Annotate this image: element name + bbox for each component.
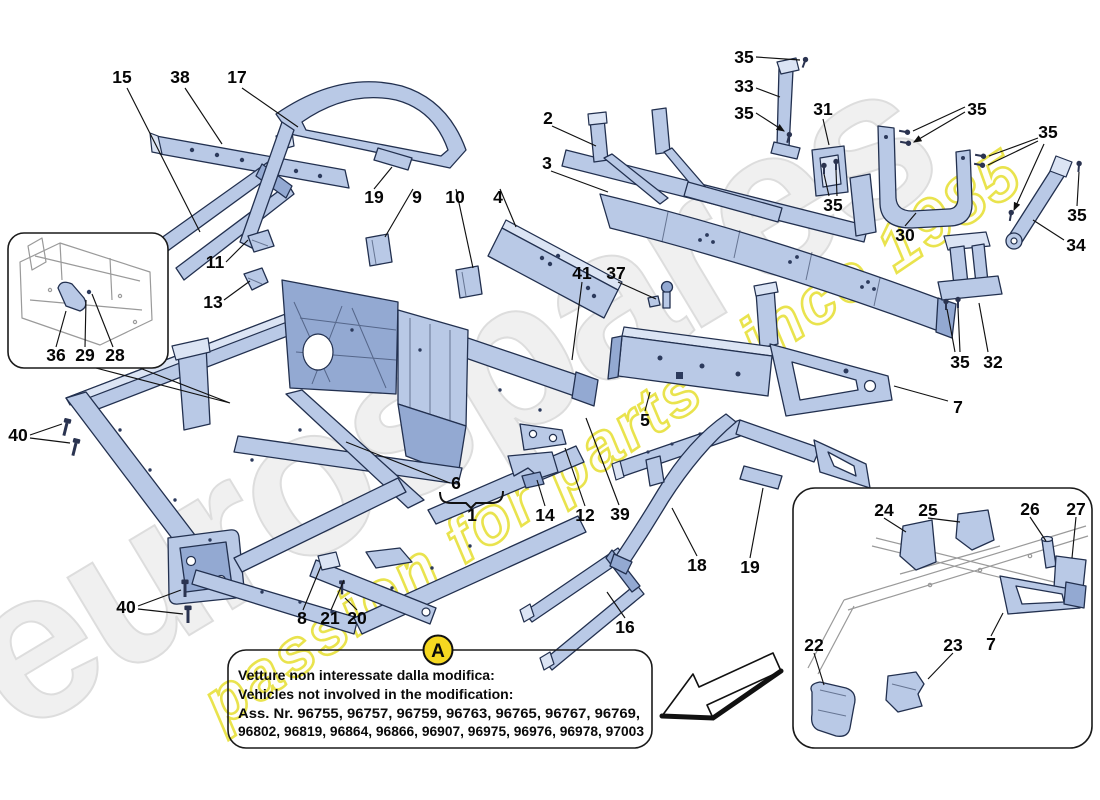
callout-35b: 35 xyxy=(734,103,754,123)
inset-part-24 xyxy=(899,519,937,571)
part-9-bracket xyxy=(365,233,393,267)
note-badge-circle xyxy=(422,634,454,666)
callout-19b: 19 xyxy=(740,557,760,577)
callout-35c: 35 xyxy=(967,99,987,119)
callout-31: 31 xyxy=(813,99,833,119)
callout-33: 33 xyxy=(734,76,754,96)
callout-14: 14 xyxy=(535,505,555,525)
callout-11: 11 xyxy=(206,252,225,272)
note-line-assembly-numbers-1: Ass. Nr. 96755, 96757, 96759, 96763, 967… xyxy=(238,705,640,721)
modification-note-box: A Vetture non interessate dalla modifica… xyxy=(227,634,653,749)
callout-5: 5 xyxy=(640,410,650,430)
callout-20: 20 xyxy=(347,608,367,628)
callout-12: 12 xyxy=(575,505,595,525)
part-2-frame xyxy=(561,107,877,349)
callout-28: 28 xyxy=(105,345,125,365)
inset-rear-panels-detail: 24 25 26 27 22 23 7 xyxy=(792,487,1093,749)
note-line-assembly-numbers-2: 96802, 96819, 96864, 96866, 96907, 96975… xyxy=(238,723,644,739)
leader-lines xyxy=(29,56,1080,619)
callout-6: 6 xyxy=(451,473,461,493)
part-11-plate xyxy=(247,229,275,253)
part-5-box-beam xyxy=(607,326,775,397)
callout-29: 29 xyxy=(75,345,95,365)
inset-part-26 xyxy=(1040,535,1057,569)
inset-part-23 xyxy=(885,671,925,713)
callout-18: 18 xyxy=(687,555,707,575)
inset-part-7 xyxy=(999,575,1087,615)
callout-35a: 35 xyxy=(734,47,754,67)
note-line-italian: Vetture non interessate dalla modifica: xyxy=(238,667,495,683)
callout-36: 36 xyxy=(46,345,66,365)
part-12-plate xyxy=(519,423,567,451)
part-18-frame xyxy=(609,413,871,575)
group-bracket-6-1 xyxy=(439,490,504,510)
part-10-bracket xyxy=(455,265,483,299)
callout-8: 8 xyxy=(297,608,307,628)
callout-35f: 35 xyxy=(950,352,970,372)
callout-3: 3 xyxy=(542,153,552,173)
direction-arrow-icon xyxy=(659,652,784,721)
callout-38: 38 xyxy=(170,67,190,87)
note-badge-letter: A xyxy=(431,641,445,662)
callout-16: 16 xyxy=(615,617,635,637)
callout-35e: 35 xyxy=(1067,205,1087,225)
callout-34: 34 xyxy=(1066,235,1086,255)
part-19-bar-bottom xyxy=(739,465,783,490)
part-4-box-beam xyxy=(487,219,623,319)
rivet-dots xyxy=(118,328,542,614)
callout-40a: 40 xyxy=(8,425,28,445)
callout-13: 13 xyxy=(203,292,223,312)
callout-27: 27 xyxy=(1066,499,1085,519)
part-8-21-20-brace xyxy=(309,547,437,625)
callout-21: 21 xyxy=(320,608,340,628)
inset-part-22 xyxy=(810,681,856,737)
inset-part-25 xyxy=(955,509,995,551)
callout-7b: 7 xyxy=(986,634,996,654)
callout-2: 2 xyxy=(543,108,553,128)
callout-24: 24 xyxy=(874,500,894,520)
callout-26: 26 xyxy=(1020,499,1040,519)
callout-39: 39 xyxy=(610,504,630,524)
part-13-bracket xyxy=(243,267,269,291)
callout-19a: 19 xyxy=(364,187,384,207)
callout-35g: 35 xyxy=(823,195,843,215)
callout-1: 1 xyxy=(467,505,477,525)
note-line-english: Vehicles not involved in the modificatio… xyxy=(238,686,513,702)
part-19-bar-top xyxy=(373,147,413,171)
callout-41: 41 xyxy=(572,263,592,283)
inset-bracket-part xyxy=(57,281,87,312)
callout-35d: 35 xyxy=(1038,122,1058,142)
part-30-u-bracket xyxy=(877,125,973,229)
callout-labels: 15 38 17 2 3 19 9 10 4 11 13 41 37 35 33… xyxy=(8,47,1087,637)
callout-37: 37 xyxy=(606,263,625,283)
part-32-pedestal xyxy=(937,231,1003,301)
part-34-strut xyxy=(1005,155,1073,250)
callout-10: 10 xyxy=(445,187,465,207)
callout-7: 7 xyxy=(953,397,963,417)
callout-40b: 40 xyxy=(116,597,136,617)
part-31-bracket xyxy=(811,145,849,197)
callout-32: 32 xyxy=(983,352,1003,372)
callout-22: 22 xyxy=(804,635,824,655)
part-37-sensor xyxy=(647,280,674,309)
callout-15: 15 xyxy=(112,67,132,87)
callout-23: 23 xyxy=(943,635,963,655)
rear-frame-wireframe xyxy=(807,525,1089,675)
callout-9: 9 xyxy=(412,187,422,207)
inset-underbody-detail: 36 29 28 xyxy=(7,232,169,369)
callout-4: 4 xyxy=(493,187,503,207)
callout-30: 30 xyxy=(895,225,915,245)
part-7-triangle-frame xyxy=(769,343,893,417)
callout-25: 25 xyxy=(918,500,938,520)
callout-17: 17 xyxy=(227,67,246,87)
